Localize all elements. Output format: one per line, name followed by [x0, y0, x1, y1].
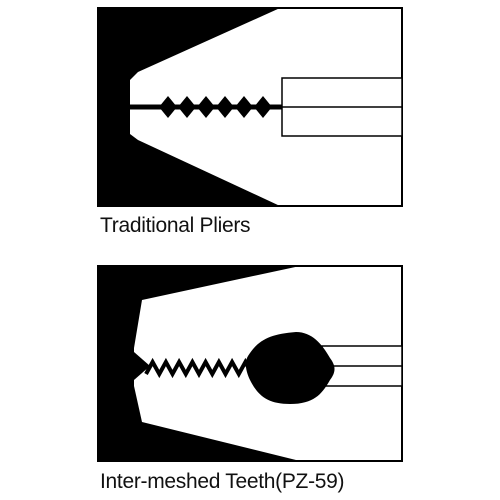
traditional-tooth [159, 96, 177, 118]
traditional-pliers-caption: Traditional Pliers [100, 214, 251, 237]
traditional-tooth [178, 96, 196, 118]
traditional-tooth [254, 96, 272, 118]
traditional-teeth [159, 96, 272, 118]
traditional-tooth [235, 96, 253, 118]
traditional-tooth [216, 96, 234, 118]
traditional-tooth [197, 96, 215, 118]
intermeshed-teeth-caption: Inter-meshed Teeth(PZ-59) [100, 470, 345, 493]
